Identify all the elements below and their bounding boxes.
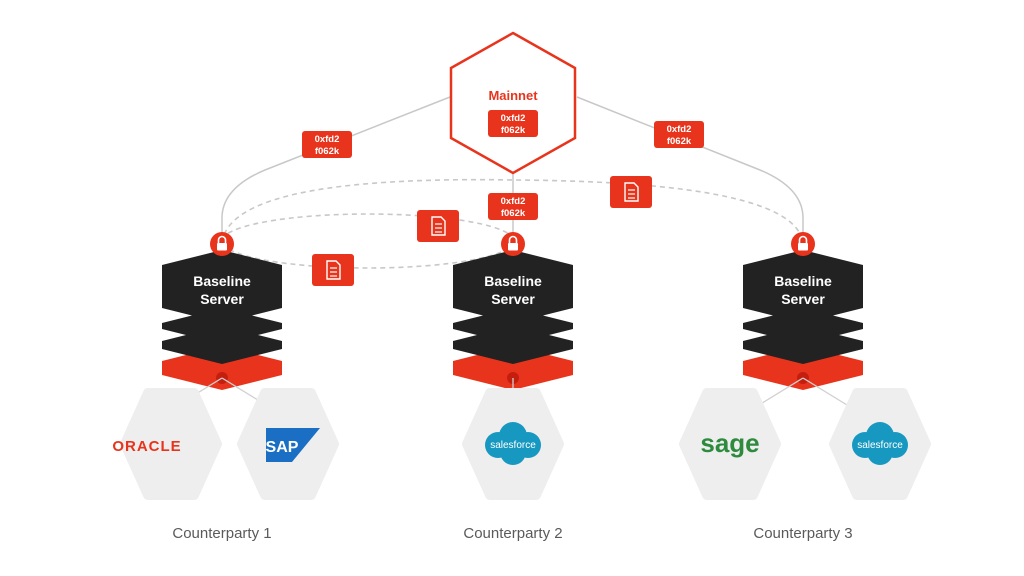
hash-badge-right-line1: 0xfd2 [667,124,692,135]
hash-badge-right: 0xfd2 f062k [654,121,704,148]
server-2-label-line1: Baseline [484,273,542,289]
counterparty-1-label: Counterparty 1 [172,525,271,542]
baseline-server-3: Baseline Server [743,231,863,390]
mainnet-node: Mainnet 0xfd2 f062k [449,31,577,175]
salesforce-cloud [852,422,908,465]
mainnet-label: Mainnet [488,88,538,103]
salesforce-logo: salesforce [490,440,536,451]
sage-logo: sage [700,428,759,458]
system-salesforce-2: salesforce [829,388,931,500]
document-icon [416,209,460,243]
system-sage: sage [679,388,781,500]
lock-icon [790,231,816,257]
system-oracle: ORACLE [112,388,222,500]
system-sap: SAP [237,388,339,500]
server-3-label-line2: Server [781,291,825,307]
hash-badge-center-line2: f062k [501,208,526,219]
sap-logo-shape [266,428,320,462]
hash-badge-left-line2: f062k [315,146,340,157]
baseline-server-1: Baseline Server [162,231,282,390]
server-3-label-line1: Baseline [774,273,832,289]
baseline-server-2: Baseline Server [453,231,573,390]
mainnet-hexagon [449,31,577,175]
hash-badge-center: 0xfd2 f062k [488,193,538,220]
document-icon [609,175,653,209]
salesforce-cloud [485,422,541,465]
sap-logo: SAP [266,439,299,456]
counterparty-3-label: Counterparty 3 [753,525,852,542]
hash-badge-right-line2: f062k [667,136,692,147]
lock-icon [209,231,235,257]
hash-badge-center-line1: 0xfd2 [501,196,526,207]
channel-server1-server2 [221,213,515,269]
oracle-logo: ORACLE [112,438,181,455]
hash-badge-left-line1: 0xfd2 [315,134,340,145]
server-1-label-line1: Baseline [193,273,251,289]
lock-icon [500,231,526,257]
connector-mainnet-to-server-3 [576,96,804,236]
salesforce-logo: salesforce [857,440,903,451]
server-1-label-line2: Server [200,291,244,307]
mainnet-hash-line1: 0xfd2 [501,113,526,124]
system-salesforce-1: salesforce [462,388,564,500]
counterparty-2-label: Counterparty 2 [463,525,562,542]
document-icon [311,253,355,287]
hash-badge-left: 0xfd2 f062k [302,131,352,158]
mainnet-hash-line2: f062k [501,125,526,136]
mainnet-hash-badge [488,110,538,137]
server-2-label-line2: Server [491,291,535,307]
connector-mainnet-to-server-1 [221,96,451,236]
